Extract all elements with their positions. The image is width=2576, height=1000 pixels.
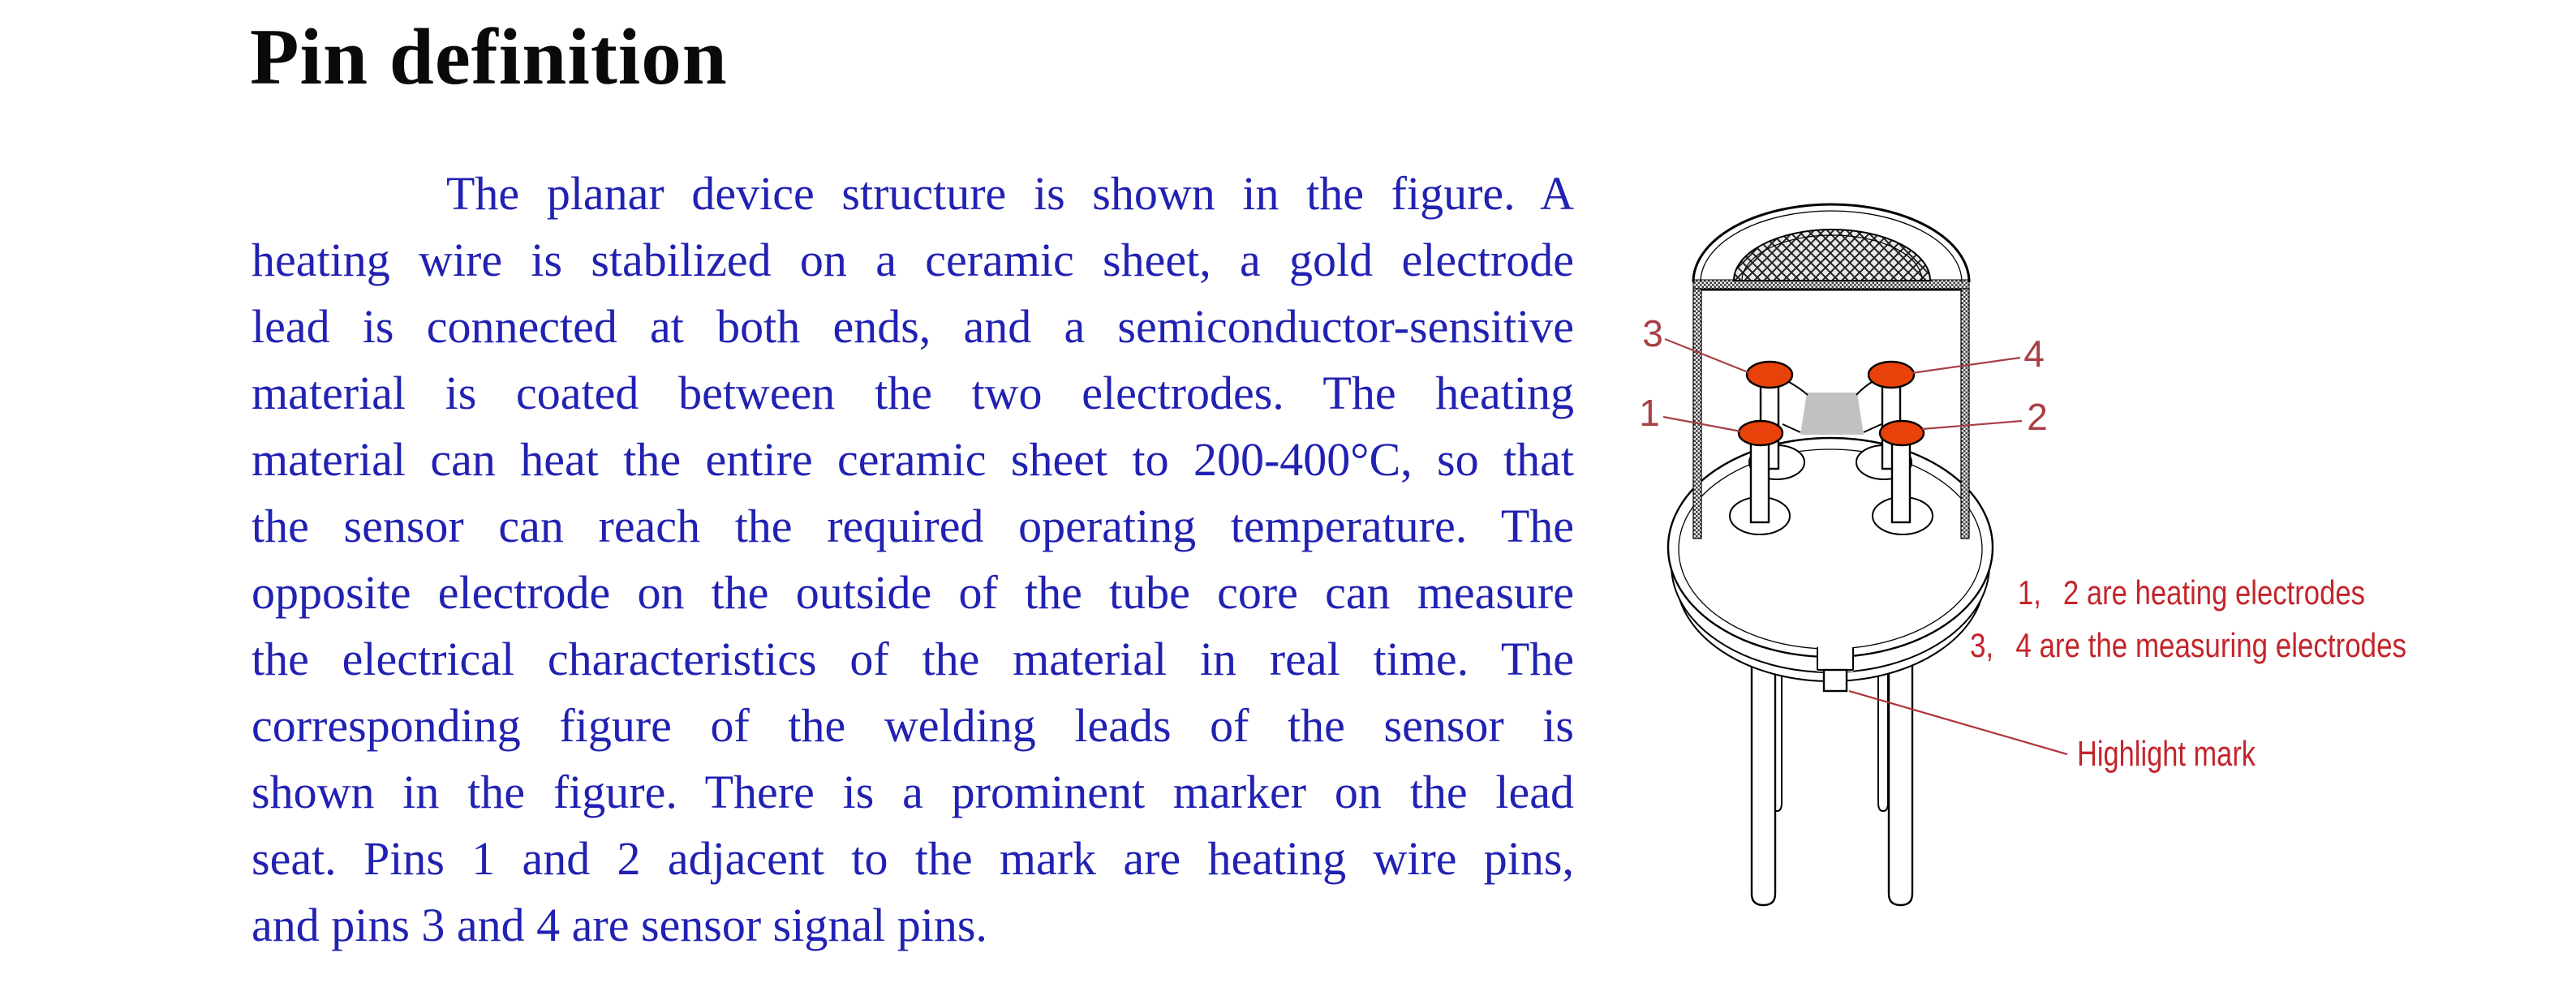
- highlight-mark-label: Highlight mark: [2077, 734, 2256, 774]
- electrode-pad-3: [1745, 360, 1794, 389]
- post-pin1: [1749, 440, 1770, 524]
- pin-label-4: 4: [2023, 333, 2045, 375]
- paragraph-line: the sensor can reach the required operat…: [252, 500, 1574, 552]
- pin-label-1: 1: [1639, 392, 1660, 434]
- paragraph-line: lead is connected at both ends, and a se…: [252, 300, 1574, 353]
- paragraph-line: shown in the figure. There is a prominen…: [252, 766, 1574, 818]
- pin-label-3: 3: [1642, 312, 1663, 354]
- mesh-window: [1732, 229, 1932, 281]
- legend-measuring-electrodes: 3, 4 are the measuring electrodes: [1970, 626, 2406, 664]
- base-notch-edges: [1817, 647, 1854, 671]
- gold-wire-pin2: [1863, 423, 1882, 433]
- pin3-leader-line: [1664, 337, 1751, 375]
- gold-wire-pin1: [1782, 423, 1801, 433]
- cap-dome-inner: [1700, 210, 1963, 283]
- can-left-wall: [1692, 288, 1702, 539]
- sensor-pin-diagram: 3 1 4 2 1, 2 are heating electrodes 3, 4…: [1639, 203, 2406, 907]
- highlight-mark-tab: [1822, 668, 1848, 693]
- electrode-pad-2: [1878, 419, 1925, 447]
- paragraph-line: material can heat the entire ceramic she…: [252, 433, 1574, 486]
- paragraph-line: heating wire is stabilized on a ceramic …: [252, 234, 1574, 286]
- paragraph-line: opposite electrode on the outside of the…: [252, 566, 1574, 619]
- base-notch-clear: [1817, 642, 1853, 672]
- gold-wire-pin3: [1788, 381, 1808, 396]
- paragraph-line: The planar device structure is shown in …: [446, 167, 1574, 220]
- lead-pin1: [1750, 663, 1777, 907]
- electrode-pad-4: [1867, 360, 1916, 389]
- lead-pin4: [1877, 666, 1889, 813]
- pin4-leader-line: [1911, 356, 2021, 375]
- page-title: Pin definition: [250, 13, 728, 101]
- lead-pin2: [1887, 663, 1914, 907]
- post-pin2: [1890, 440, 1912, 524]
- paragraph-line: and pins 3 and 4 are sensor signal pins.: [252, 899, 987, 951]
- electrode-pad-1: [1737, 419, 1784, 447]
- gold-wire-pin4: [1856, 381, 1873, 396]
- pin-label-2: 2: [2027, 396, 2048, 438]
- paragraph-line: the electrical characteristics of the ma…: [252, 633, 1574, 685]
- mesh-window-inner-line: [1741, 234, 1923, 281]
- paragraph-line: corresponding figure of the welding lead…: [252, 699, 1574, 752]
- pin1-leader-line: [1662, 415, 1742, 433]
- paragraph-line: seat. Pins 1 and 2 adjacent to the mark …: [252, 832, 1574, 885]
- can-right-wall: [1960, 288, 1970, 539]
- ceramic-sheet: [1800, 393, 1864, 435]
- pin2-leader-line: [1921, 419, 2023, 431]
- base-header-disc: [1666, 436, 1994, 659]
- paragraph-line: material is coated between the two elect…: [252, 367, 1574, 419]
- highlight-mark-leader-line: [1848, 689, 2068, 756]
- cap-dome-outer: [1692, 203, 1971, 283]
- legend-heating-electrodes: 1, 2 are heating electrodes: [2018, 573, 2365, 612]
- body-paragraph: The planar device structure is shown in …: [252, 161, 1574, 959]
